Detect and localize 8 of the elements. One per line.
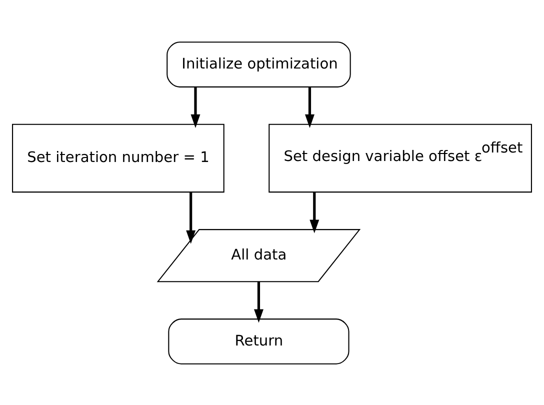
node-box: Return bbox=[168, 318, 350, 364]
arrow bbox=[310, 192, 320, 233]
arrow bbox=[254, 281, 264, 322]
arrow bbox=[186, 192, 196, 244]
node-box: Initialize optimization bbox=[166, 41, 351, 87]
arrow bbox=[304, 86, 314, 128]
node-box: Set iteration number = 1 bbox=[12, 123, 224, 192]
arrow bbox=[190, 86, 200, 128]
